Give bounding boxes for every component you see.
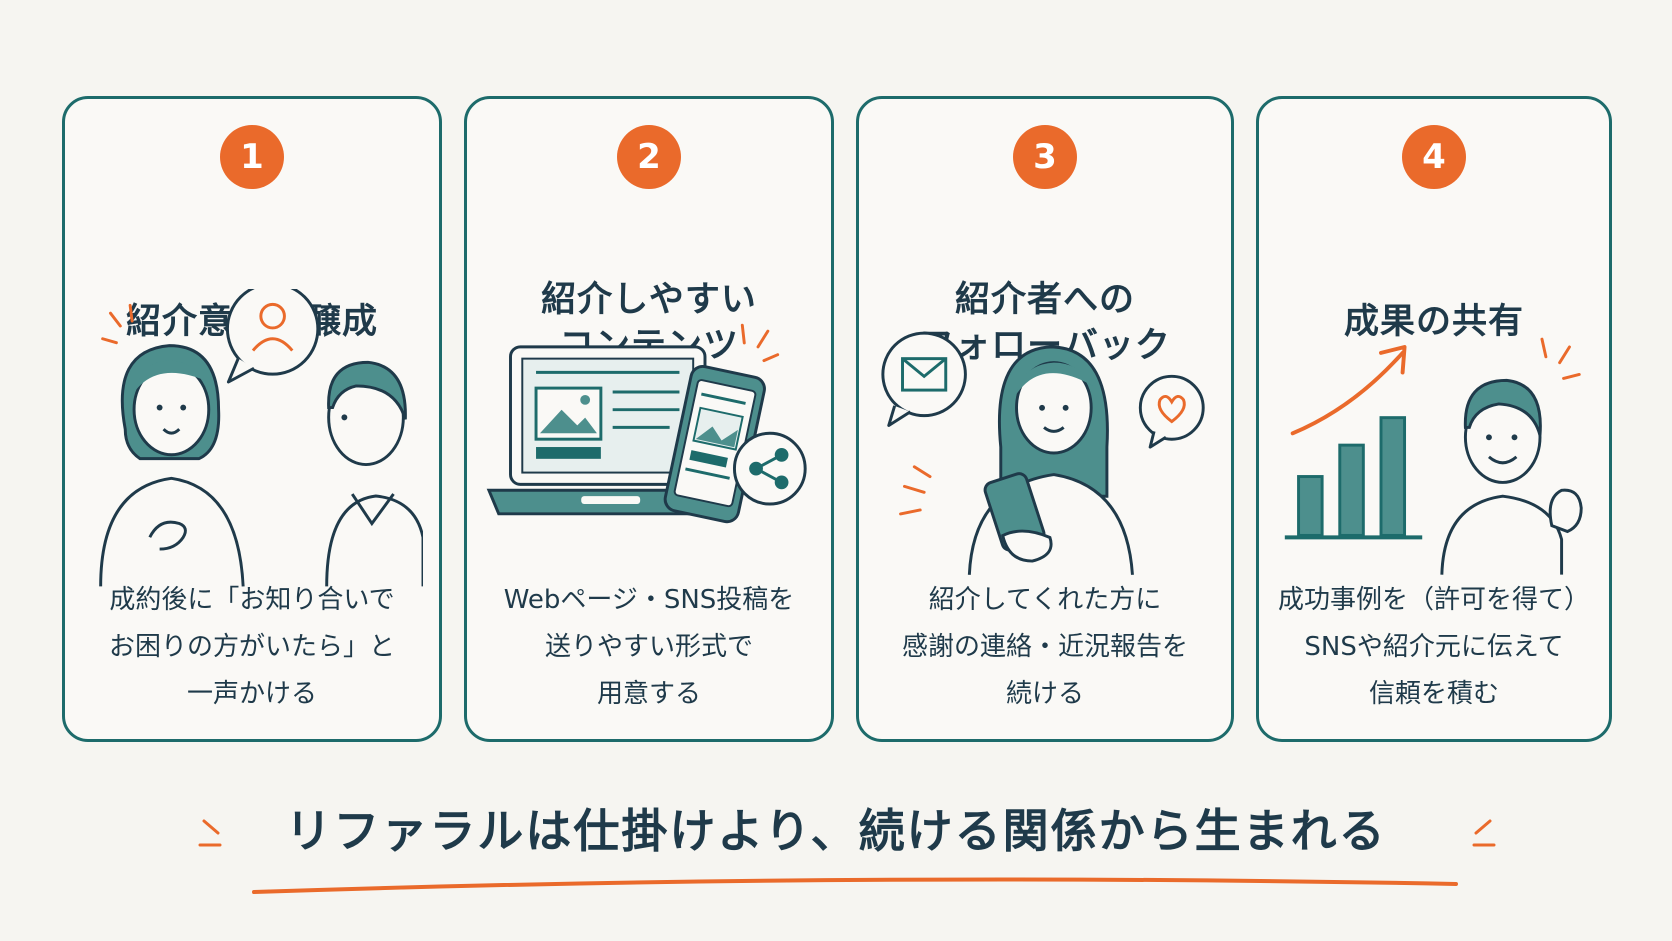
- step-card-3: 3 紹介者への フォローバック: [856, 96, 1234, 742]
- step-desc-3-line-3: 続ける: [1005, 679, 1084, 709]
- share-icon: [732, 431, 807, 506]
- growth-arrow-icon: [1290, 345, 1407, 436]
- tagline-spark-right-icon: [1472, 819, 1496, 847]
- step-number-badge-2: 2: [617, 125, 681, 189]
- step-desc-1-line-2: お困りの方がいたら」と: [108, 632, 395, 662]
- step-number-badge-1: 1: [220, 125, 284, 189]
- step-desc-3-line-1: 紹介してくれた方に: [928, 585, 1162, 615]
- step-desc-4-line-1: 成功事例を（許可を得て）: [1277, 585, 1590, 615]
- step-card-4: 4 成果の共有: [1256, 96, 1612, 742]
- step-title-2-line-1: 紹介しやすい: [541, 280, 757, 320]
- step-desc-3-line-2: 感謝の連絡・近況報告を: [901, 632, 1188, 662]
- step-description-1: 成約後に「お知り合いで お困りの方がいたら」と 一声かける: [65, 577, 439, 718]
- tagline-underline: [252, 877, 1458, 894]
- step-title-4-line-1: 成果の共有: [1343, 302, 1524, 342]
- step-desc-4-line-3: 信頼を積む: [1368, 679, 1499, 709]
- step-desc-1-line-1: 成約後に「お知り合いで: [109, 585, 395, 615]
- step-illustration-1: [99, 289, 423, 587]
- step-number-badge-3: 3: [1013, 125, 1077, 189]
- step-desc-4-line-2: SNSや紹介元に伝えて: [1304, 632, 1564, 662]
- laptop-icon: [486, 345, 729, 516]
- step-desc-2-line-2: 送りやすい形式で: [544, 632, 753, 662]
- tagline-spark-left-icon: [198, 819, 222, 847]
- step-desc-2-line-1: Webページ・SNS投稿を: [503, 585, 795, 615]
- step-desc-2-line-3: 用意する: [596, 679, 701, 709]
- mail-speech-icon: [881, 331, 967, 427]
- step-description-3: 紹介してくれた方に 感謝の連絡・近況報告を 続ける: [859, 577, 1231, 718]
- step-card-1: 1 紹介意識の醸成: [62, 96, 442, 742]
- step-card-2: 2 紹介しやすい コンテンツ: [464, 96, 834, 742]
- woman-icon: [99, 344, 245, 587]
- step-illustration-3: [881, 331, 1205, 575]
- woman-phone-icon: [967, 345, 1134, 575]
- step-illustration-2: [486, 323, 807, 524]
- tagline: リファラルは仕掛けより、続ける関係から生まれる: [285, 804, 1387, 858]
- step-title-3-line-1: 紹介者への: [954, 280, 1135, 320]
- bar-chart-icon: [1284, 416, 1423, 540]
- step-title-4: 成果の共有: [1259, 299, 1609, 345]
- step-desc-1-line-3: 一声かける: [186, 679, 317, 709]
- man-icon: [325, 360, 423, 587]
- heart-speech-icon: [1138, 374, 1205, 449]
- step-number-badge-4: 4: [1402, 125, 1466, 189]
- person-speech-icon: [225, 289, 320, 384]
- step-description-4: 成功事例を（許可を得て） SNSや紹介元に伝えて 信頼を積む: [1259, 577, 1609, 718]
- man-fist-icon: [1440, 378, 1583, 575]
- step-description-2: Webページ・SNS投稿を 送りやすい形式で 用意する: [467, 577, 831, 718]
- step-illustration-4: [1284, 337, 1583, 575]
